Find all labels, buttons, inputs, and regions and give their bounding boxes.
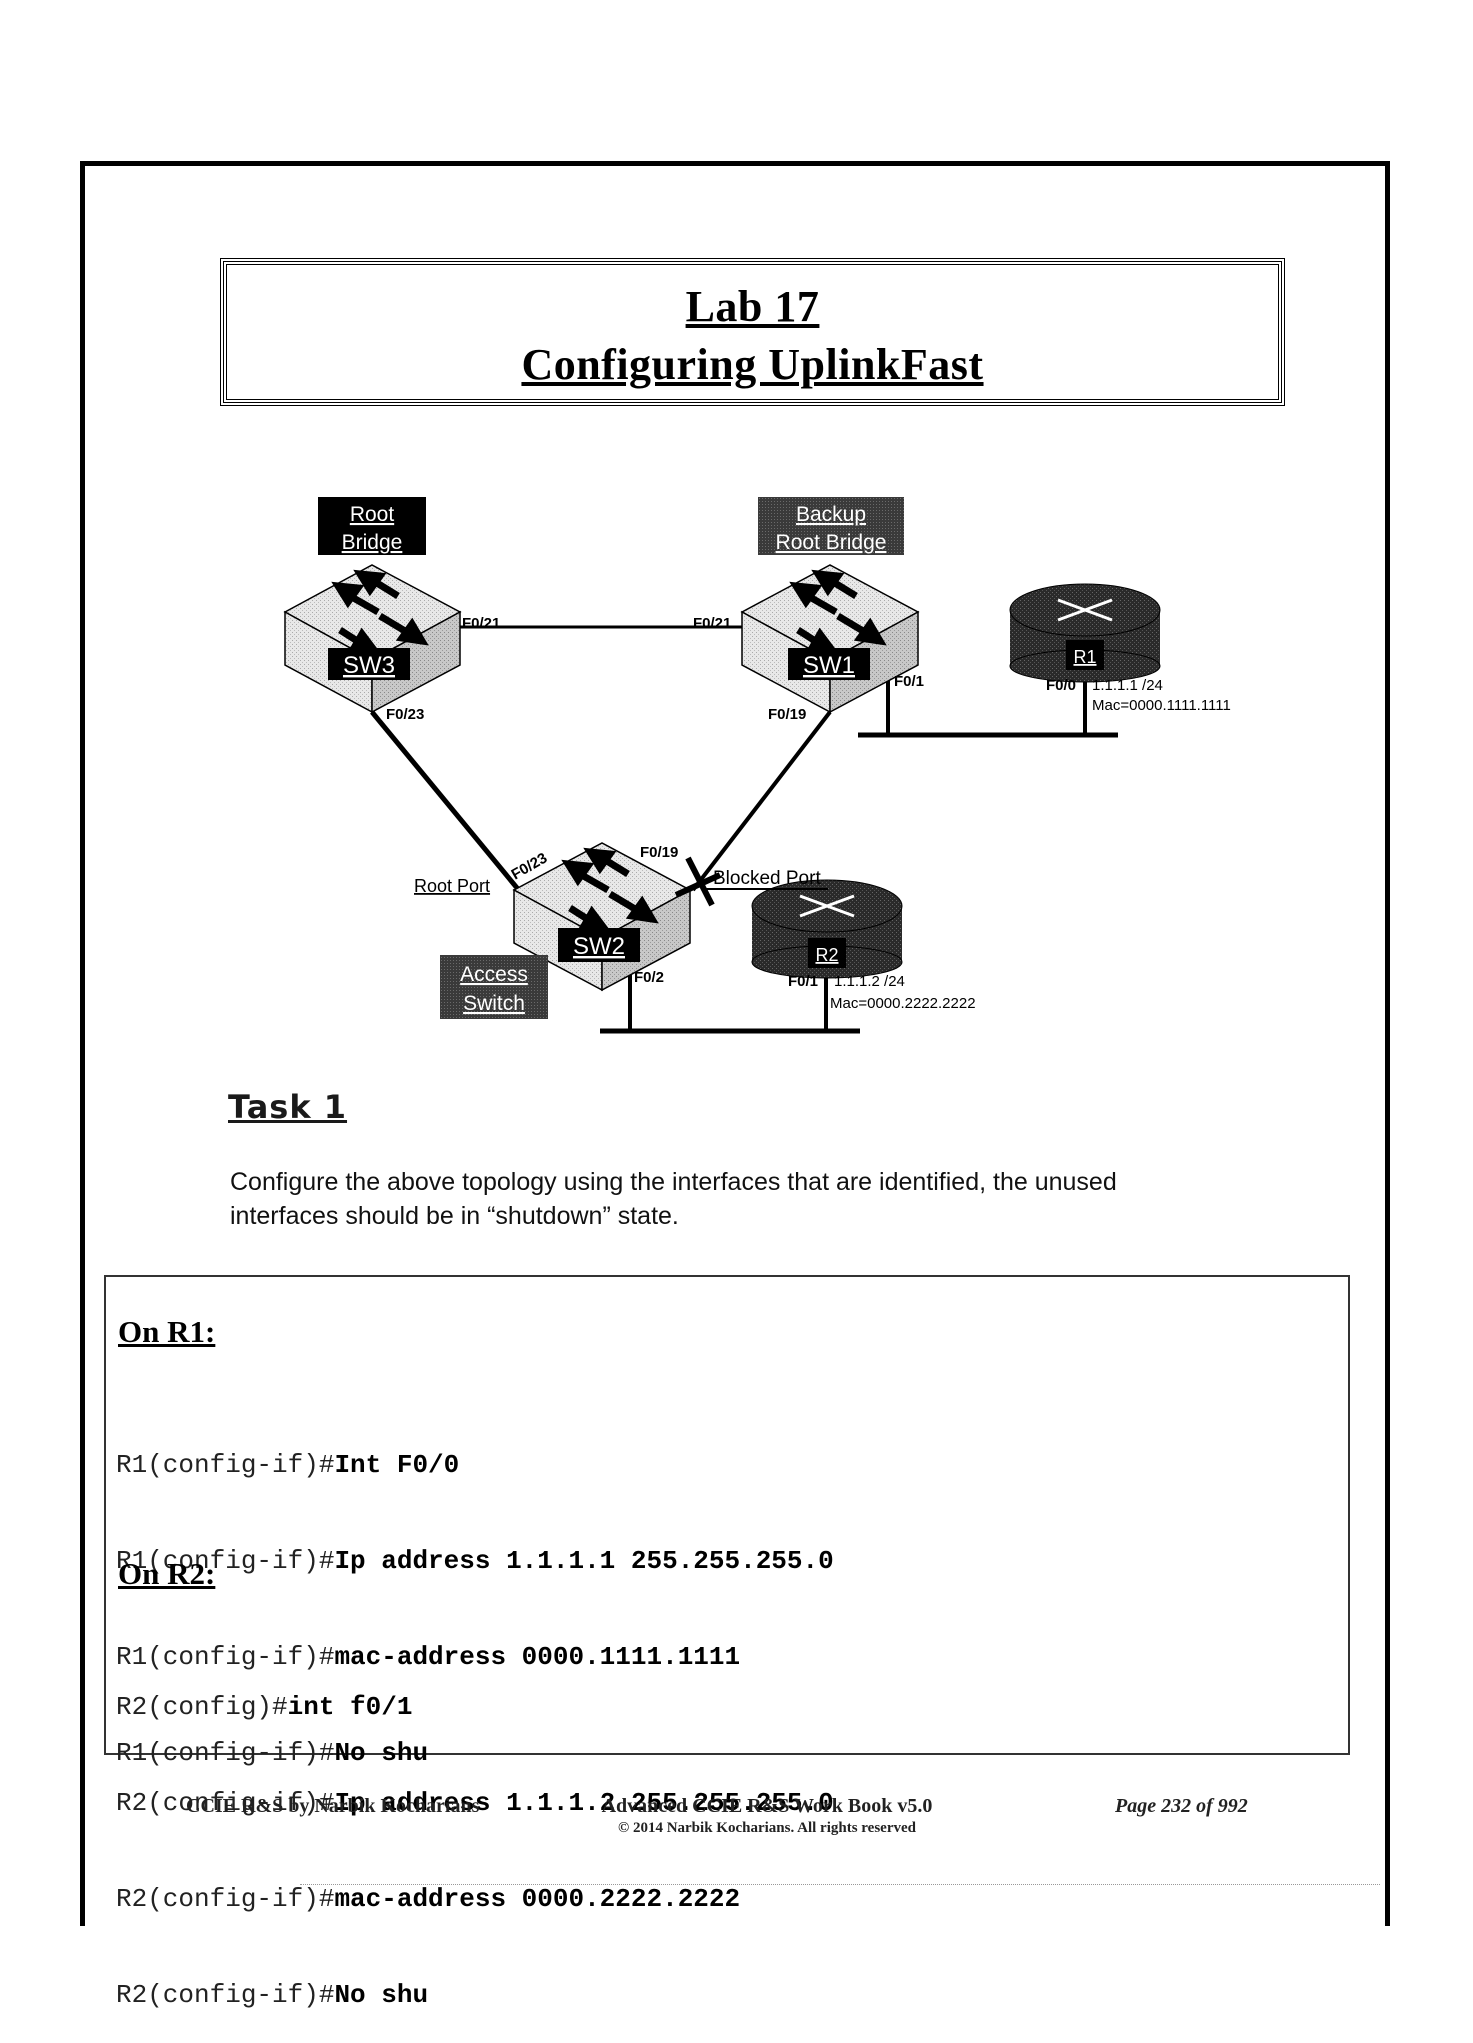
switch-arrows-icon [561, 847, 659, 933]
device-label-sw3: SW3 [343, 652, 395, 679]
footer-book-name: Advanced CCIE R&S Work Book v5.0 [601, 1795, 933, 1817]
r1-mac-label: Mac=0000.1111.1111 [1092, 697, 1231, 714]
code-line: R2(config-if)#Ip address 1.1.1.2 255.255… [116, 1787, 834, 1819]
lab-title: Configuring UplinkFast [521, 340, 984, 389]
root-bridge-label: Bridge [342, 531, 403, 554]
config-code-box [104, 1275, 1350, 1755]
interface-label: F0/2 [634, 969, 664, 986]
blocked-port-x-icon [674, 856, 722, 907]
r1-ip-label: 1.1.1.1 /24 [1092, 677, 1163, 694]
router-arrows-icon [799, 894, 855, 918]
task-description: Configure the above topology using the i… [230, 1168, 1117, 1230]
device-label-sw1: SW1 [803, 652, 855, 679]
r1-config-lines: R1(config-if)#Int F0/0 R1(config-if)#Ip … [116, 1385, 834, 1801]
interface-label: F0/0 [1046, 677, 1076, 694]
code-line: R1(config-if)#Ip address 1.1.1.1 255.255… [116, 1545, 834, 1577]
blocked-port-label: Blocked Port [713, 868, 821, 889]
lab-number: Lab 17 [685, 282, 820, 331]
device-label-r1: R1 [1073, 647, 1096, 667]
cli-command: No shu [334, 1738, 429, 1768]
code-line: R1(config-if)#No shu [116, 1737, 834, 1769]
router-arrows-icon [1057, 598, 1113, 622]
cli-prompt: R2(config-if)# [116, 1788, 335, 1818]
interface-label: F0/21 [693, 615, 731, 632]
task-heading: Task 1 [228, 1088, 348, 1126]
link-sw1-sw2 [691, 710, 832, 892]
cli-command: mac-address 0000.2222.2222 [334, 1884, 741, 1914]
cli-prompt: R1(config-if)# [116, 1738, 335, 1768]
cli-command: No shu [334, 1980, 429, 2010]
device-label-sw2: SW2 [573, 933, 625, 960]
cli-prompt: R1(config-if)# [116, 1450, 335, 1480]
code-line: R1(config-if)#mac-address 0000.1111.1111 [116, 1641, 834, 1673]
footer-copyright: © 2014 Narbik Kocharians. All rights res… [617, 1820, 916, 1836]
device-label-r2: R2 [815, 945, 838, 965]
cli-command: Ip address 1.1.1.1 255.255.255.0 [334, 1546, 834, 1576]
switch-sw2 [512, 842, 692, 992]
code-line: R1(config-if)#Int F0/0 [116, 1449, 834, 1481]
root-port-label: Root Port [414, 876, 490, 896]
backup-root-label-box [758, 497, 904, 555]
cli-command: Ip address 1.1.1.2 255.255.255.0 [334, 1788, 834, 1818]
r2-ip-label: 1.1.1.2 /24 [834, 973, 905, 990]
cli-command: int f0/1 [287, 1692, 413, 1722]
scan-artifact-line [300, 1884, 1380, 1885]
code-line: R2(config)#int f0/1 [116, 1691, 834, 1723]
switch-arrows-icon [331, 569, 429, 655]
access-switch-label: Access [460, 963, 528, 986]
cli-prompt: R2(config)# [116, 1692, 288, 1722]
cli-command: Int F0/0 [334, 1450, 460, 1480]
cli-command: mac-address 0000.1111.1111 [334, 1642, 741, 1672]
switch-sw3 [283, 564, 462, 714]
interface-label: F0/21 [462, 615, 500, 632]
root-bridge-label: Root [350, 503, 395, 526]
r2-config-heading: On R2: [118, 1556, 216, 1591]
lab-title-box: Lab 17 Configuring UplinkFast [220, 258, 1285, 406]
page-border [80, 161, 1390, 1926]
access-switch-label: Switch [463, 992, 525, 1015]
code-line: R2(config-if)#mac-address 0000.2222.2222 [116, 1883, 834, 1915]
cli-prompt: R2(config-if)# [116, 1980, 335, 2010]
r2-mac-label: Mac=0000.2222.2222 [830, 995, 976, 1012]
footer-page-number: Page 232 of 992 [1115, 1795, 1248, 1817]
router-r1 [1009, 583, 1161, 683]
root-bridge-label-box [318, 497, 426, 555]
interface-label: F0/19 [768, 706, 806, 723]
access-switch-label-box [440, 955, 548, 1019]
r1-config-heading: On R1: [118, 1314, 216, 1349]
footer-book-title: Advanced CCIE R&S Work Book v5.0 © 2014 … [572, 1795, 962, 1837]
cli-prompt: R1(config-if)# [116, 1546, 335, 1576]
interface-label: F0/1 [788, 973, 818, 990]
code-line: R2(config-if)#No shu [116, 1979, 834, 2011]
link-sw3-sw2 [370, 710, 524, 896]
backup-root-label: Backup [796, 503, 866, 526]
backup-root-label: Root Bridge [776, 531, 887, 554]
cli-prompt: R1(config-if)# [116, 1642, 335, 1672]
interface-label: F0/19 [640, 844, 678, 861]
footer-author: CCIE R&S by Narbik Kocharians [186, 1795, 480, 1817]
interface-label: F0/23 [386, 706, 424, 723]
router-r2 [751, 879, 903, 979]
switch-sw1 [740, 564, 920, 714]
cli-prompt: R2(config-if)# [116, 1884, 335, 1914]
network-topology-diagram: Root Bridge Backup Root Bridge Access Sw… [283, 497, 1231, 1034]
interface-label: F0/1 [894, 673, 924, 690]
